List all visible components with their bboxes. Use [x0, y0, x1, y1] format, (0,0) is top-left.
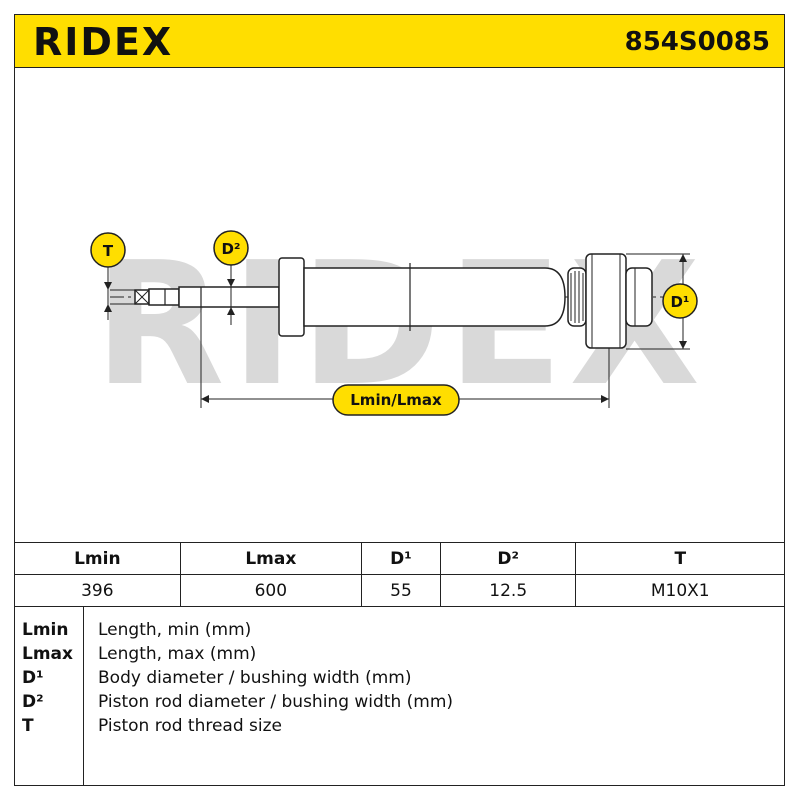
legend-panel: Lmin Length, min (mm) Lmax Length, max (… — [14, 606, 785, 786]
t-callout-badge — [90, 232, 126, 268]
value-lmin: 396 — [14, 574, 181, 607]
value-d1: 55 — [360, 574, 441, 607]
legend-key: Lmax — [22, 644, 73, 664]
dust-collar — [278, 257, 305, 337]
value-t: M10X1 — [575, 574, 785, 607]
legend-desc: Length, max (mm) — [98, 644, 257, 664]
col-header-d2: D² — [439, 542, 577, 575]
spec-table-value-row: 396 600 55 12.5 M10X1 — [14, 574, 785, 607]
col-header-t: T — [575, 542, 785, 575]
d1-callout-badge — [662, 283, 698, 319]
length-callout-badge — [332, 384, 460, 416]
legend-desc: Piston rod thread size — [98, 716, 283, 736]
col-header-lmax: Lmax — [179, 542, 362, 575]
legend-desc: Length, min (mm) — [98, 620, 252, 640]
d1-callout-label: D¹ — [670, 293, 689, 311]
value-d2: 12.5 — [439, 574, 577, 607]
length-callout-label: Lmin/Lmax — [350, 391, 442, 409]
legend-key: D² — [22, 692, 44, 712]
bushing-outer — [625, 267, 653, 327]
piston-rod — [178, 286, 280, 308]
brand-logo: RIDEX — [33, 20, 174, 64]
rod-neck — [148, 288, 180, 306]
d2-callout-label: D² — [221, 240, 240, 258]
d2-callout-badge — [213, 230, 249, 266]
col-header-lmin: Lmin — [14, 542, 181, 575]
shock-body — [303, 267, 566, 327]
legend-key: D¹ — [22, 668, 44, 688]
value-lmax: 600 — [179, 574, 362, 607]
header-bar: RIDEX 854S0085 — [14, 14, 785, 68]
spec-table-header-row: Lmin Lmax D¹ D² T — [14, 542, 785, 575]
legend-key: T — [22, 716, 34, 736]
part-number: 854S0085 — [624, 27, 770, 57]
t-callout-label: T — [103, 242, 114, 260]
legend-desc: Body diameter / bushing width (mm) — [98, 668, 412, 688]
spec-table: Lmin Lmax D¹ D² T 396 600 55 12.5 M10X1 — [14, 542, 785, 607]
legend-key: Lmin — [22, 620, 69, 640]
legend-desc: Piston rod diameter / bushing width (mm) — [98, 692, 454, 712]
col-header-d1: D¹ — [360, 542, 441, 575]
shock-absorber-drawing: RIDEX D¹ D² T Lmin/Lmax — [90, 226, 700, 424]
legend-divider — [83, 606, 84, 786]
